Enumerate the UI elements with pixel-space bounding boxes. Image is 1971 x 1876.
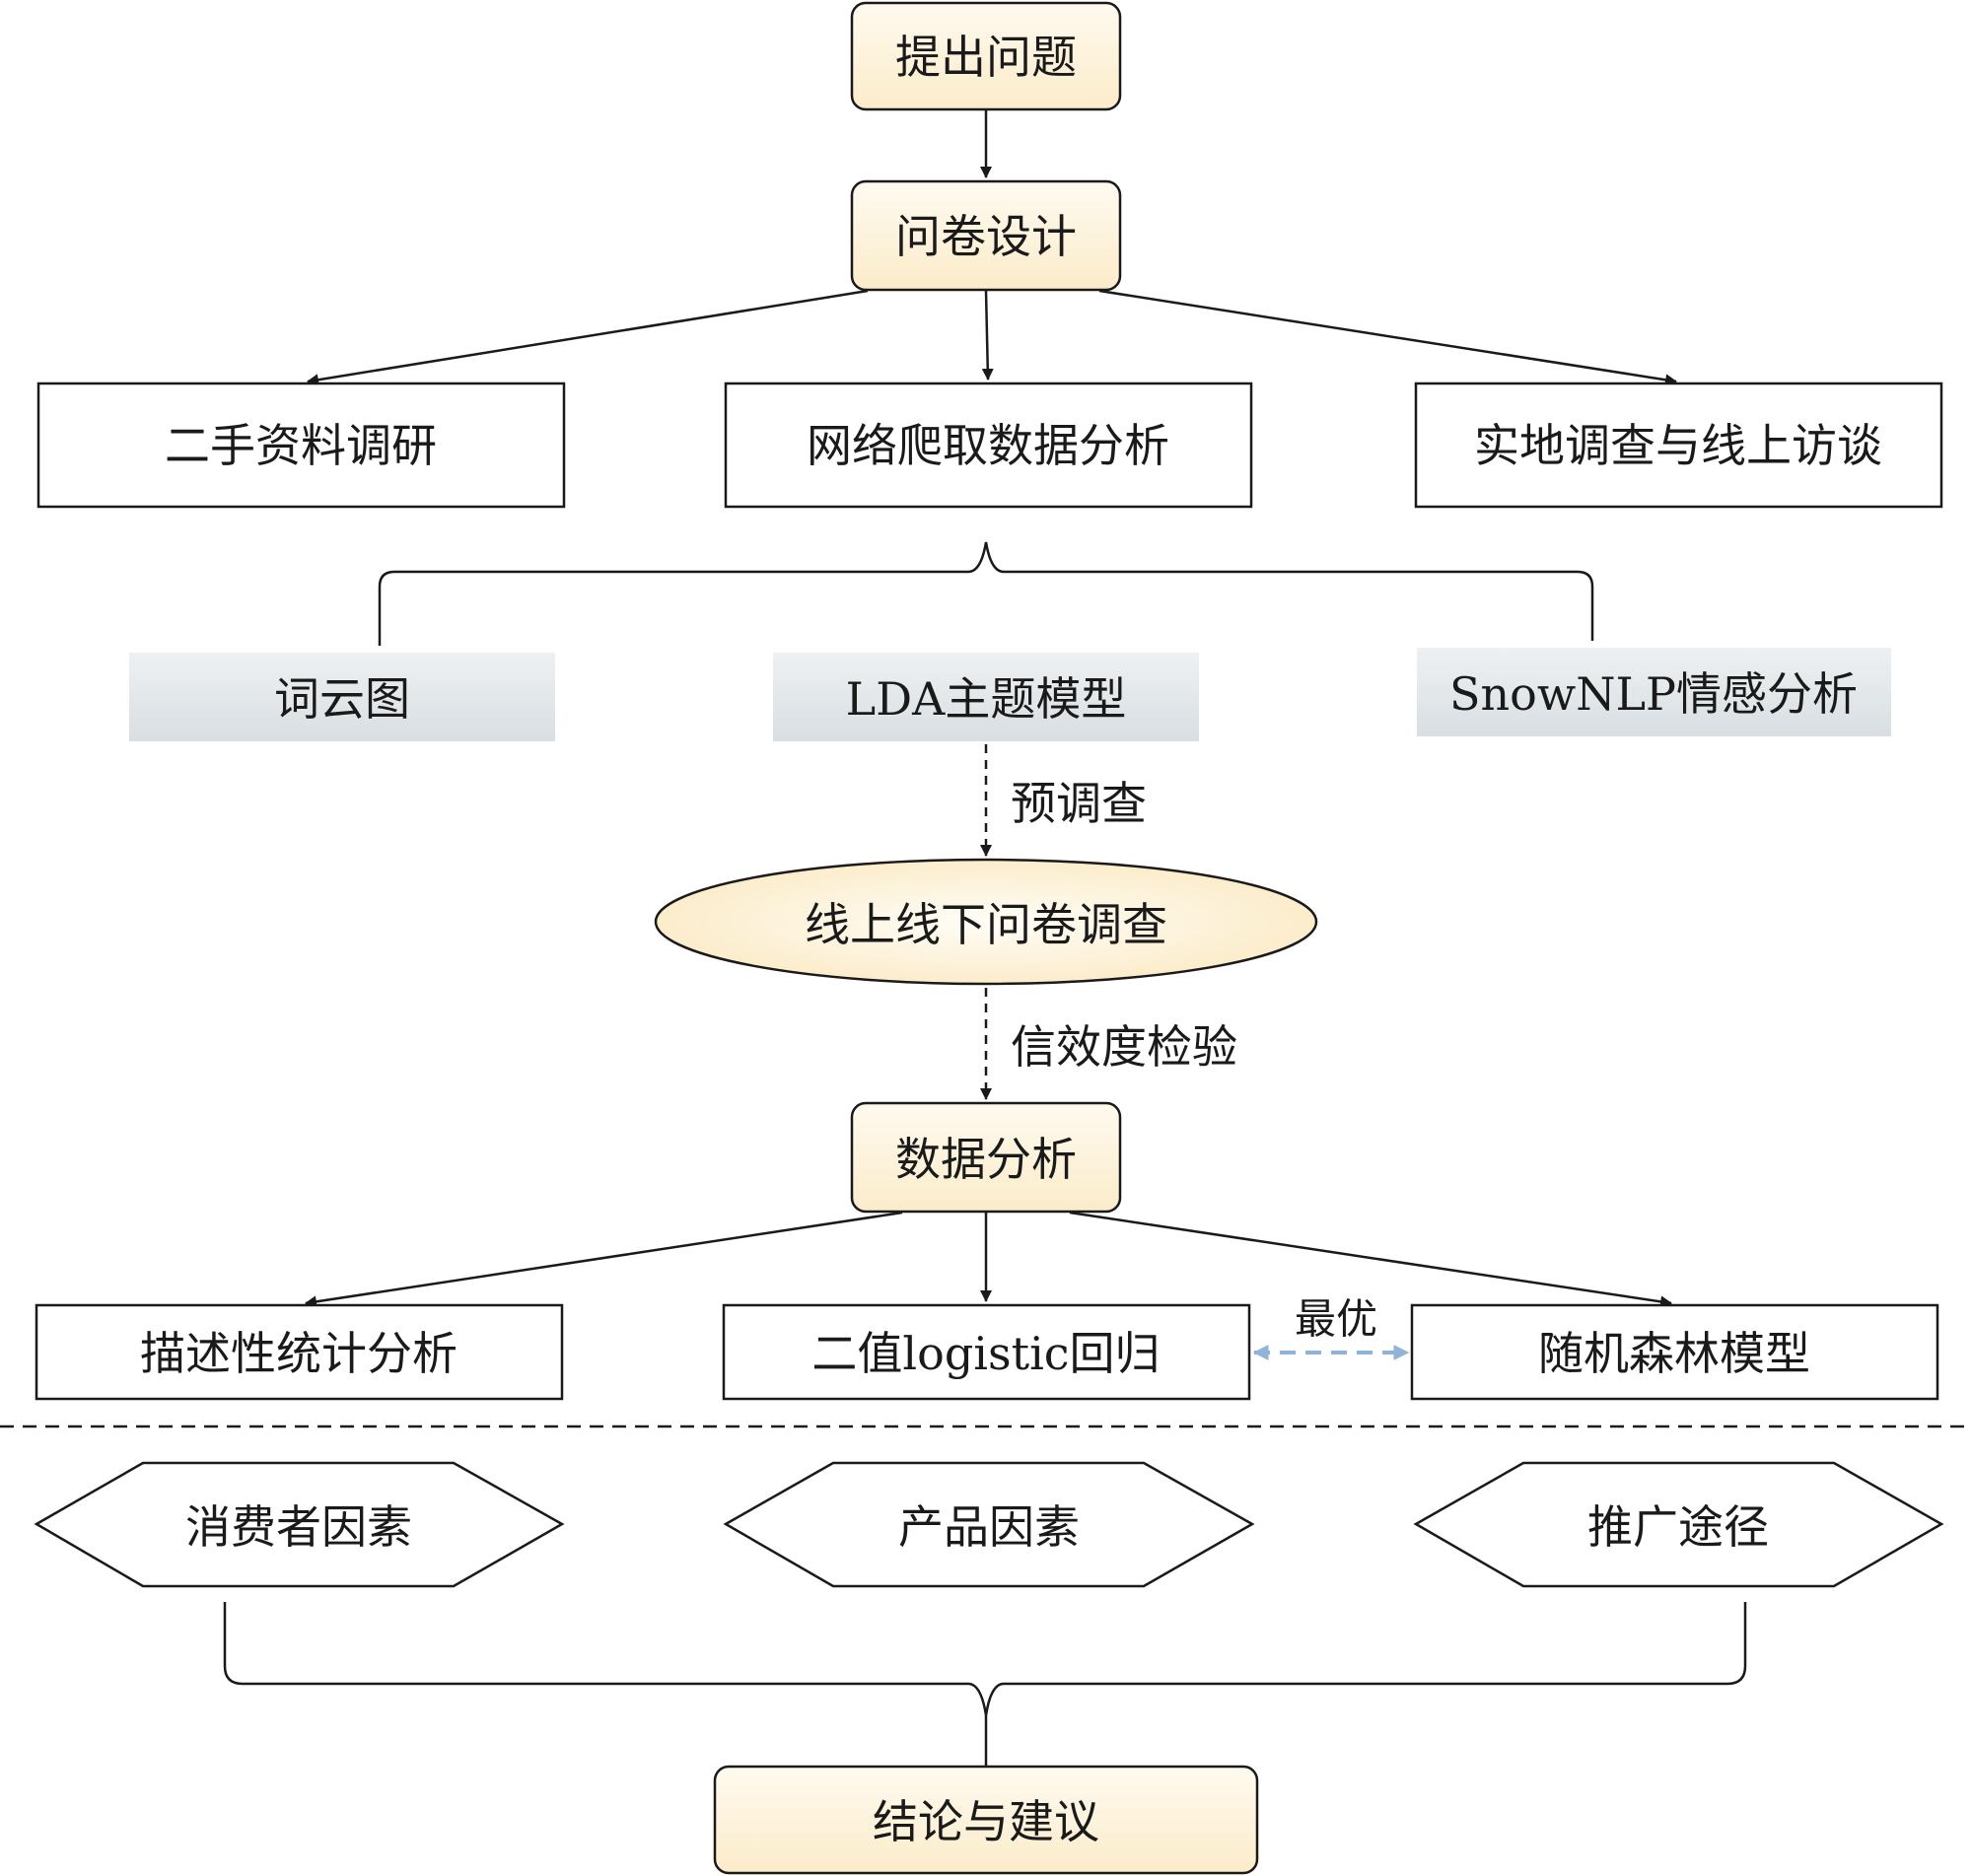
connectors bbox=[0, 110, 1971, 1770]
node-promotion-channels: 推广途径 bbox=[1413, 1461, 1944, 1588]
node-conclusion: 结论与建议 bbox=[713, 1765, 1259, 1875]
node-propose-label: 提出问题 bbox=[895, 31, 1077, 84]
node-survey-label: 线上线下问卷调查 bbox=[805, 898, 1167, 951]
node-survey: 线上线下问卷调查 bbox=[654, 858, 1318, 986]
edge-analysis-to-forest bbox=[1069, 1211, 1672, 1308]
node-binary-logistic-label: 二值logistic回归 bbox=[811, 1327, 1160, 1380]
node-word-cloud: 词云图 bbox=[129, 653, 555, 741]
edge-label-reliability: 信效度检验 bbox=[1011, 1020, 1237, 1074]
node-lda-model: LDA主题模型 bbox=[773, 653, 1199, 741]
node-secondary-research: 二手资料调研 bbox=[36, 382, 566, 509]
node-field-survey-label: 实地调查与线上访谈 bbox=[1474, 419, 1882, 472]
node-descriptive-stats-label: 描述性统计分析 bbox=[140, 1327, 458, 1380]
edge-design-to-secondary bbox=[307, 289, 869, 386]
node-questionnaire-design-label: 问卷设计 bbox=[895, 210, 1077, 263]
edge-design-to-field bbox=[1098, 289, 1677, 386]
node-binary-logistic: 二值logistic回归 bbox=[722, 1303, 1251, 1401]
node-consumer-factors: 消费者因素 bbox=[34, 1461, 565, 1588]
node-web-crawl: 网络爬取数据分析 bbox=[724, 382, 1253, 509]
node-random-forest-label: 随机森林模型 bbox=[1538, 1327, 1810, 1380]
node-lda-model-label: LDA主题模型 bbox=[846, 672, 1127, 726]
edge-label-optimal: 最优 bbox=[1295, 1295, 1377, 1344]
node-consumer-factors-label: 消费者因素 bbox=[185, 1500, 412, 1554]
node-secondary-research-label: 二手资料调研 bbox=[165, 419, 437, 472]
node-descriptive-stats: 描述性统计分析 bbox=[35, 1303, 564, 1401]
brace-factors-to-conclusion bbox=[223, 1602, 1747, 1716]
edge-design-to-webcrawl bbox=[981, 290, 994, 381]
node-questionnaire-design: 问卷设计 bbox=[850, 179, 1122, 292]
node-random-forest: 随机森林模型 bbox=[1410, 1303, 1939, 1401]
node-snownlp: SnowNLP情感分析 bbox=[1417, 648, 1891, 736]
brace-webcrawl-methods bbox=[378, 541, 1594, 646]
node-word-cloud-label: 词云图 bbox=[274, 672, 410, 726]
node-data-analysis: 数据分析 bbox=[850, 1101, 1122, 1214]
node-field-survey: 实地调查与线上访谈 bbox=[1414, 382, 1943, 509]
node-propose: 提出问题 bbox=[850, 1, 1122, 111]
node-conclusion-label: 结论与建议 bbox=[873, 1795, 1099, 1848]
node-data-analysis-label: 数据分析 bbox=[895, 1133, 1077, 1186]
node-snownlp-label: SnowNLP情感分析 bbox=[1449, 667, 1858, 721]
edge-analysis-to-descriptive bbox=[305, 1211, 903, 1308]
node-product-factors: 产品因素 bbox=[723, 1461, 1255, 1588]
node-product-factors-label: 产品因素 bbox=[898, 1500, 1080, 1554]
node-promotion-channels-label: 推广途径 bbox=[1587, 1500, 1769, 1554]
node-web-crawl-label: 网络爬取数据分析 bbox=[807, 419, 1169, 472]
edge-label-pre-survey: 预调查 bbox=[1011, 777, 1147, 830]
